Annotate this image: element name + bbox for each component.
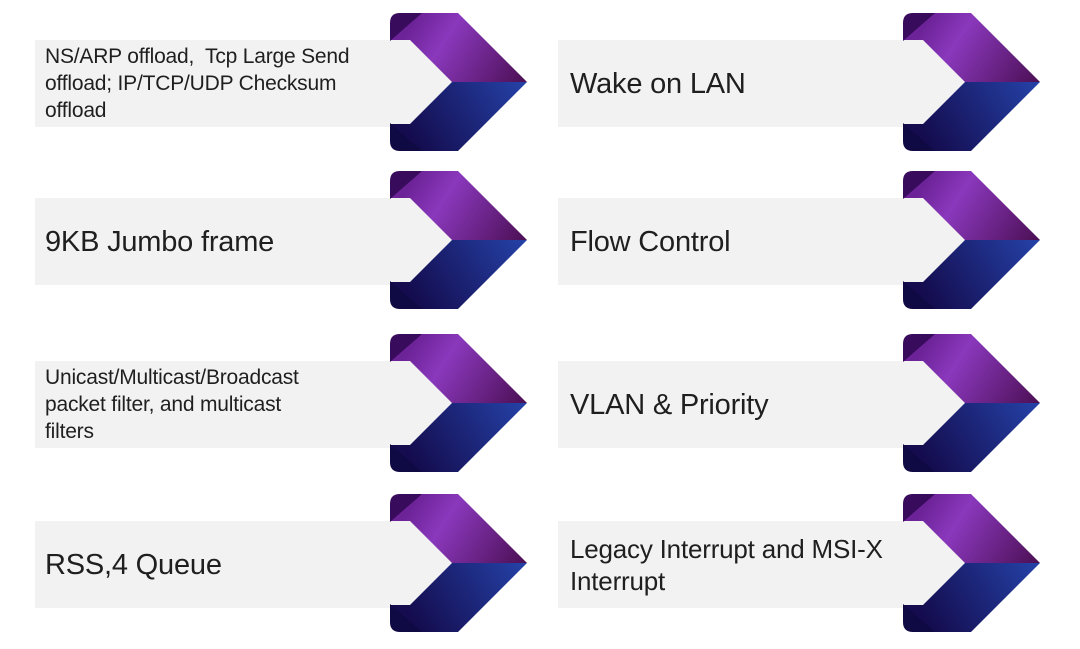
chevron-arrow-icon xyxy=(903,334,1040,472)
chevron-arrow-icon xyxy=(903,13,1040,151)
feature-bar-interrupts: Legacy Interrupt and MSI-X Interrupt xyxy=(558,521,970,608)
feature-label-wake-on-lan: Wake on LAN xyxy=(570,67,746,100)
chevron-arrow-icon xyxy=(903,171,1040,309)
feature-bar-wake-on-lan: Wake on LAN xyxy=(558,40,970,127)
feature-bar-flow-control: Flow Control xyxy=(558,198,970,285)
feature-label-flow-control: Flow Control xyxy=(570,225,731,258)
feature-label-packet-filter: Unicast/Multicast/Broadcast packet filte… xyxy=(45,366,299,443)
feature-bar-vlan-priority: VLAN & Priority xyxy=(558,361,970,448)
chevron-arrow-icon xyxy=(390,494,527,632)
chevron-arrow-icon xyxy=(390,334,527,472)
chevron-arrow-icon xyxy=(390,171,527,309)
feature-bar-packet-filter: Unicast/Multicast/Broadcast packet filte… xyxy=(35,361,455,448)
feature-bar-offloads: NS/ARP offload, Tcp Large Send offload; … xyxy=(35,40,455,127)
feature-bar-jumbo-frame: 9KB Jumbo frame xyxy=(35,198,455,285)
feature-label-interrupts: Legacy Interrupt and MSI-X Interrupt xyxy=(570,533,883,596)
feature-label-offloads: NS/ARP offload, Tcp Large Send offload; … xyxy=(45,45,350,122)
feature-bar-rss-queue: RSS,4 Queue xyxy=(35,521,455,608)
feature-label-rss-queue: RSS,4 Queue xyxy=(45,548,222,581)
feature-label-jumbo-frame: 9KB Jumbo frame xyxy=(45,225,275,258)
chevron-arrow-icon xyxy=(390,13,527,151)
chevron-arrow-icon xyxy=(903,494,1040,632)
feature-label-vlan-priority: VLAN & Priority xyxy=(570,388,769,421)
